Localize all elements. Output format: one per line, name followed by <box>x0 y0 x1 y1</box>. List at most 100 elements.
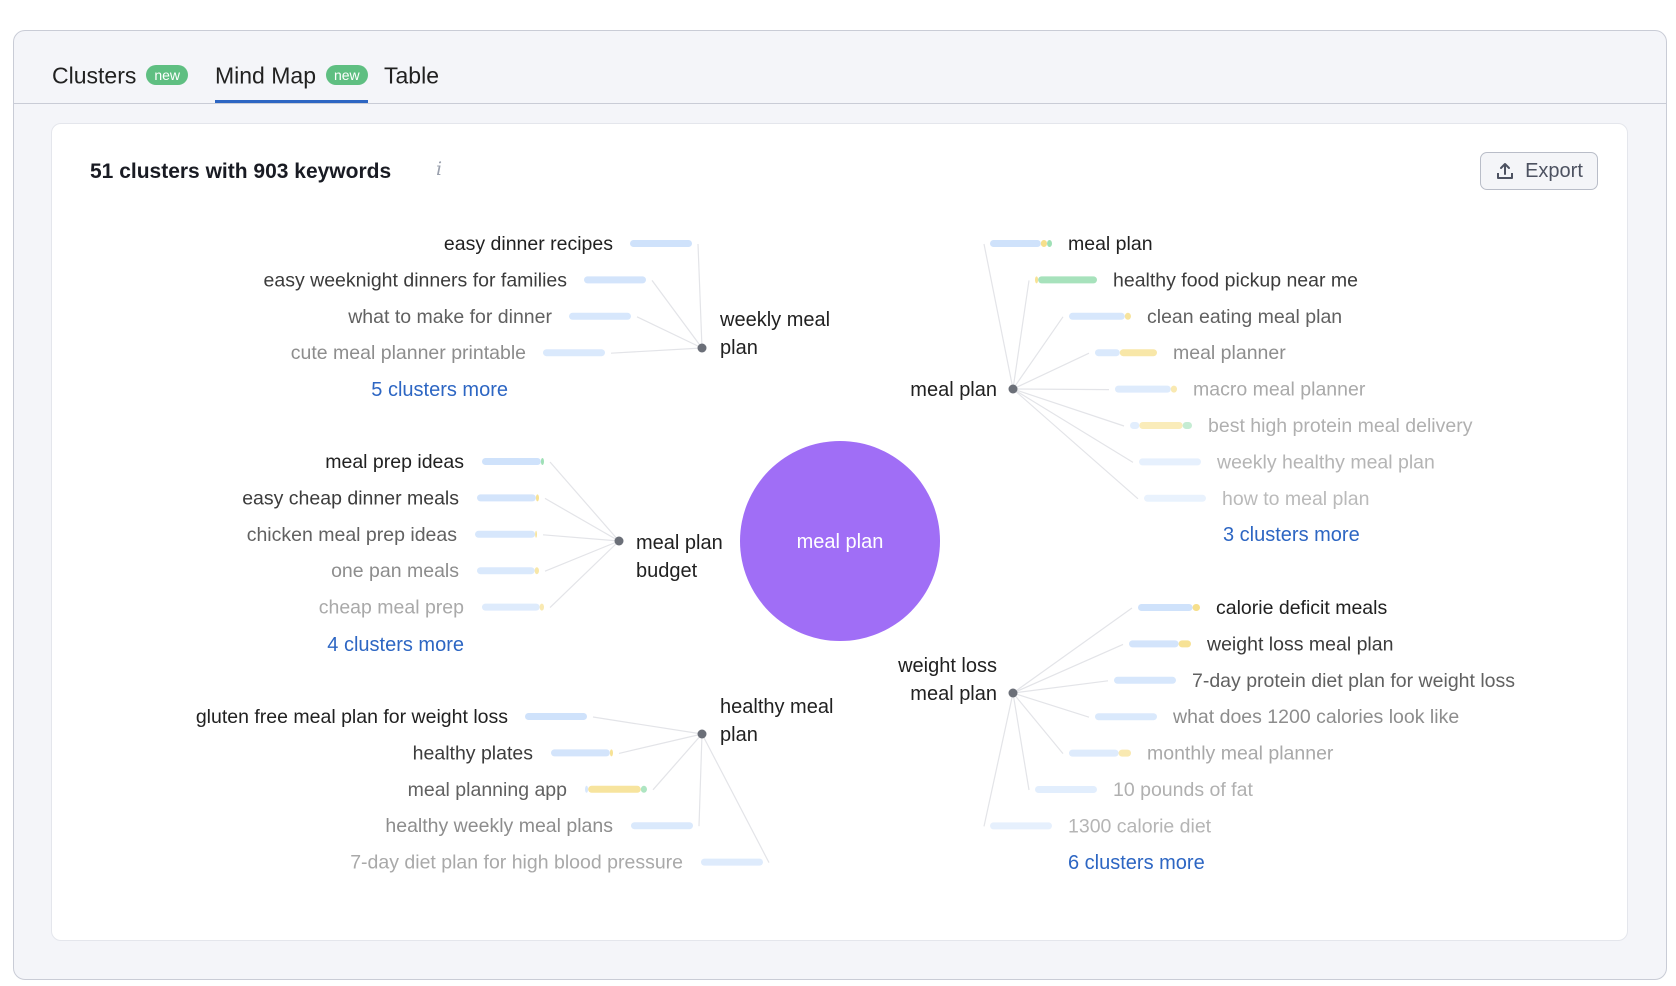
keyword-label[interactable]: easy cheap dinner meals <box>242 487 459 509</box>
keyword-label[interactable]: weight loss meal plan <box>1206 633 1393 655</box>
keyword-volume-bar <box>540 458 544 465</box>
keyword-label[interactable]: 7-day protein diet plan for weight loss <box>1192 670 1515 692</box>
keyword-label[interactable]: gluten free meal plan for weight loss <box>196 706 508 728</box>
connector-line <box>1012 680 1109 694</box>
keyword-label[interactable]: 7-day diet plan for high blood pressure <box>350 852 683 874</box>
keyword-label[interactable]: best high protein meal delivery <box>1208 415 1473 437</box>
new-badge: new <box>146 64 189 85</box>
tab-table[interactable]: Table <box>384 61 439 103</box>
info-icon[interactable]: i <box>436 158 443 180</box>
keyword-label[interactable]: easy dinner recipes <box>444 233 613 255</box>
keyword-label[interactable]: meal plan <box>1068 233 1153 255</box>
keyword-label[interactable]: meal planning app <box>408 779 568 801</box>
keyword-label[interactable]: how to meal plan <box>1222 488 1369 510</box>
export-button[interactable]: Export <box>1480 152 1598 190</box>
branch-label[interactable]: meal plan <box>910 379 997 401</box>
connector-line <box>542 534 620 542</box>
connector-line <box>544 497 620 542</box>
keyword-label[interactable]: weekly healthy meal plan <box>1216 451 1435 473</box>
branch-label-line: budget <box>636 560 698 582</box>
connector-line <box>1012 352 1090 390</box>
keyword-label[interactable]: meal prep ideas <box>325 451 464 473</box>
connector-line <box>549 540 620 609</box>
keyword-volume-bar <box>1095 713 1157 721</box>
branch-node <box>697 729 707 739</box>
connector-line <box>983 692 1014 827</box>
keyword-volume-bar <box>584 276 646 284</box>
branch-label-line: meal plan <box>636 532 723 554</box>
center-topic[interactable]: meal plan <box>740 441 940 641</box>
tab-table-label: Table <box>384 62 439 89</box>
keyword-volume-bar <box>1170 385 1177 393</box>
more-clusters-link[interactable]: 5 clusters more <box>371 379 508 401</box>
more-clusters-link[interactable]: 6 clusters more <box>1068 852 1205 874</box>
connector-line <box>592 716 703 735</box>
keyword-volume-bar <box>1139 422 1183 429</box>
branch-label[interactable]: weekly meal plan <box>719 309 830 359</box>
connector-line <box>1012 388 1110 391</box>
keyword-volume-bar <box>609 749 613 757</box>
connector-line <box>618 733 703 754</box>
connector-line <box>1012 692 1030 791</box>
keyword-volume-bar <box>525 713 587 720</box>
keyword-volume-bar <box>1139 458 1201 466</box>
keyword-volume-bar <box>1130 422 1140 429</box>
connector-line <box>1012 388 1139 500</box>
keyword-label[interactable]: meal planner <box>1173 342 1286 364</box>
keyword-volume-bar <box>534 567 539 575</box>
keyword-label[interactable]: healthy plates <box>413 742 534 764</box>
keyword-label[interactable]: monthly meal planner <box>1147 743 1334 765</box>
keyword-label[interactable]: healthy food pickup near me <box>1113 269 1358 291</box>
keyword-label[interactable]: macro meal planner <box>1193 379 1366 401</box>
keyword-label[interactable]: what does 1200 calories look like <box>1172 706 1459 728</box>
tab-clusters[interactable]: Clusters new <box>52 61 189 103</box>
keyword-label[interactable]: cheap meal prep <box>319 597 464 619</box>
keyword-volume-bar <box>1119 349 1157 357</box>
connector-line <box>1012 643 1124 694</box>
keyword-label[interactable]: cute meal planner printable <box>291 342 526 364</box>
keyword-volume-bar <box>701 858 763 866</box>
connector-line <box>1012 692 1064 754</box>
keyword-volume-bar <box>1129 640 1179 648</box>
keyword-label[interactable]: what to make for dinner <box>347 306 552 328</box>
keyword-label[interactable]: chicken meal prep ideas <box>247 524 458 546</box>
connector-line <box>652 733 703 791</box>
connector-line <box>610 347 703 354</box>
keyword-label[interactable]: one pan meals <box>331 560 459 582</box>
branch-meal-plan: meal plan healthy food pickup near me clea… <box>910 233 1472 546</box>
keyword-label[interactable]: 10 pounds of fat <box>1113 779 1253 801</box>
keyword-label[interactable]: calorie deficit meals <box>1216 597 1387 619</box>
keyword-volume-bar <box>543 349 605 357</box>
more-clusters-link[interactable]: 4 clusters more <box>327 634 464 656</box>
branch-label-line: weekly meal <box>719 309 830 331</box>
center-label: meal plan <box>797 531 884 553</box>
keyword-volume-bar <box>1035 276 1039 284</box>
keyword-label[interactable]: clean eating meal plan <box>1147 306 1342 328</box>
keyword-label[interactable]: easy weeknight dinners for families <box>264 269 568 291</box>
keyword-volume-bar <box>482 603 540 611</box>
keyword-label[interactable]: healthy weekly meal plans <box>385 815 613 837</box>
keyword-volume-bar <box>1182 422 1192 429</box>
more-clusters-link[interactable]: 3 clusters more <box>1223 524 1360 546</box>
branch-label-line: plan <box>720 337 758 359</box>
center-bubble <box>740 441 940 641</box>
keyword-volume-bar <box>1115 385 1171 393</box>
cluster-summary: 51 clusters with 903 keywords <box>90 160 392 183</box>
branch-node <box>1008 384 1018 394</box>
connector-line <box>636 316 703 349</box>
branch-weekly-meal-plan: easy dinner recipes easy weeknight dinner… <box>264 233 831 401</box>
branch-meal-plan-budget: meal prep ideas easy cheap dinner meals ch… <box>242 451 723 656</box>
keyword-volume-bar <box>535 530 537 538</box>
branch-node <box>1008 688 1018 698</box>
branch-label[interactable]: meal plan budget <box>636 532 723 582</box>
tab-clusters-label: Clusters <box>52 62 137 89</box>
branch-label-line: plan <box>720 724 758 746</box>
keyword-volume-bar <box>1047 240 1052 247</box>
branch-weight-loss-meal-plan: calorie deficit meals weight loss meal pl… <box>897 597 1515 874</box>
keyword-label[interactable]: 1300 calorie diet <box>1068 815 1212 837</box>
connector-line <box>983 243 1014 390</box>
